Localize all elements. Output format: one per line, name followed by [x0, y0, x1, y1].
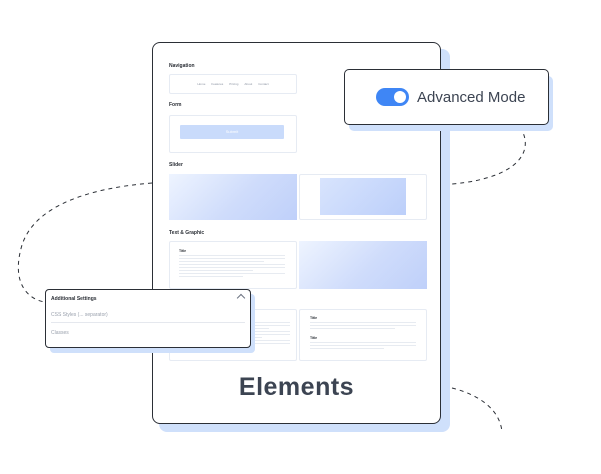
- section-title-form: Form: [169, 102, 182, 108]
- feature-lines-2: [310, 322, 416, 331]
- section-title-slider: Slider: [169, 162, 183, 168]
- section-title-text-graphic: Text & Graphic: [169, 230, 205, 236]
- additional-settings-panel: Additional Settings CSS Styles (... sepa…: [45, 289, 251, 348]
- nav-item[interactable]: Home: [197, 82, 206, 86]
- text-card: Title: [169, 241, 297, 289]
- nav-menu: Home Features Pricing About Contact: [170, 82, 296, 86]
- additional-settings-title: Additional Settings: [51, 296, 97, 302]
- nav-item[interactable]: Features: [211, 82, 224, 86]
- feature-card-title-1: Title: [310, 316, 318, 320]
- form-card: Submit: [169, 115, 297, 153]
- toggle-knob: [394, 91, 406, 103]
- slider-slide-2: [299, 174, 427, 220]
- text-placeholder-lines: [179, 255, 285, 279]
- section-title-navigation: Navigation: [169, 63, 195, 69]
- feature-card-title-2: Title: [310, 336, 318, 340]
- css-styles-field[interactable]: CSS Styles (... separator): [51, 308, 245, 323]
- navigation-card: Home Features Pricing About Contact: [169, 74, 297, 94]
- nav-item[interactable]: Pricing: [229, 82, 239, 86]
- graphic-image: [299, 241, 427, 289]
- advanced-mode-label: Advanced Mode: [417, 89, 526, 106]
- slider-slide-1: [169, 174, 297, 220]
- nav-item[interactable]: Contact: [258, 82, 269, 86]
- advanced-mode-card: Advanced Mode: [344, 69, 549, 125]
- feature-lines-3: [310, 342, 416, 351]
- slider-image: [320, 178, 406, 215]
- nav-item[interactable]: About: [244, 82, 253, 86]
- chevron-up-icon[interactable]: [236, 293, 246, 303]
- text-card-title: Title: [179, 249, 187, 253]
- classes-field[interactable]: Classes: [51, 330, 69, 336]
- feature-card-2: Title Title: [299, 309, 427, 361]
- submit-button[interactable]: Submit: [180, 125, 284, 139]
- elements-heading: Elements: [238, 373, 355, 401]
- advanced-mode-toggle[interactable]: [376, 88, 409, 106]
